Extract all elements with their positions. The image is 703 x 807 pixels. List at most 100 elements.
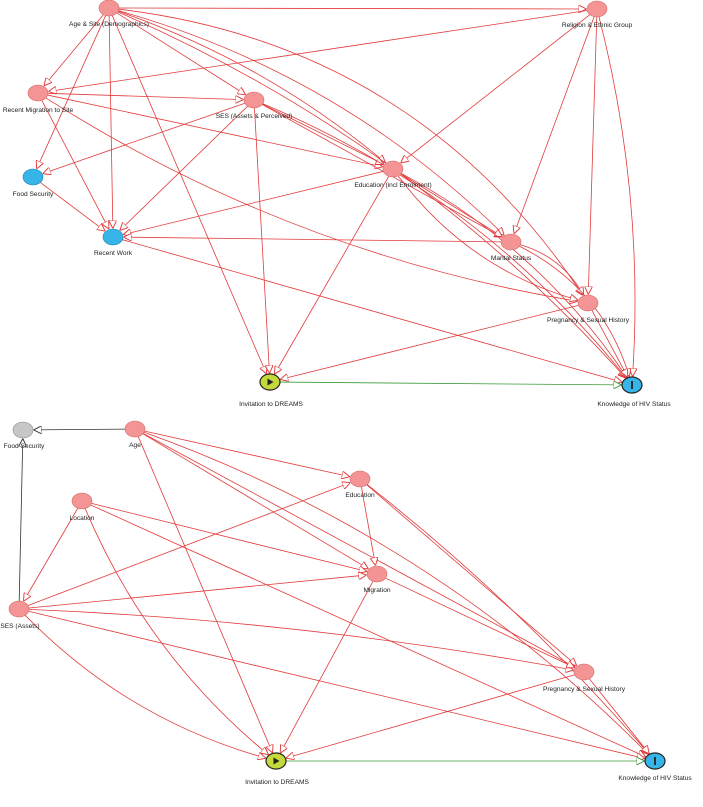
edge-age-to-recentmig — [44, 14, 104, 86]
edge-work-to-knowhiv — [122, 239, 621, 382]
edge-ses-to-invite — [254, 107, 269, 373]
edge-recentmig-to-ses — [47, 92, 243, 99]
edge-educ-to-invite — [275, 176, 390, 374]
node-ses2-ellipse[interactable] — [8, 600, 30, 618]
node-marital-ellipse[interactable] — [500, 233, 522, 251]
node-mig2-ellipse[interactable] — [366, 565, 388, 583]
edge-religion-to-preg — [588, 16, 598, 294]
node-invite2[interactable]: Invitation to DREAMS — [245, 752, 309, 786]
edge-mig2-to-preg2 — [385, 577, 575, 667]
edge-preg2-to-invite2 — [286, 674, 575, 758]
node-food2-ellipse[interactable] — [12, 421, 34, 439]
edge-mig2-to-invite2 — [280, 581, 374, 752]
node-religion-label: Religion & Ethnic Group — [562, 22, 633, 29]
node-age2-ellipse[interactable] — [124, 420, 146, 438]
edge-age2-to-food2 — [34, 429, 126, 430]
edge-age-to-ses — [116, 12, 245, 95]
edge-age2-to-knowhiv2 — [143, 431, 648, 754]
node-ses-ellipse[interactable] — [243, 91, 265, 109]
node-loc2-label: Location — [70, 515, 95, 522]
edge-ses-to-knowhiv — [262, 103, 626, 378]
node-work[interactable]: Recent Work — [94, 228, 133, 257]
exposure-icon — [267, 378, 274, 386]
node-religion-ellipse[interactable] — [586, 0, 608, 18]
node-loc2-ellipse[interactable] — [71, 492, 93, 510]
edge-ses-to-marital — [262, 104, 502, 237]
node-age[interactable]: Age & Site (Demographics) — [69, 0, 149, 28]
edge-age-to-religion — [118, 8, 586, 9]
node-food-ellipse[interactable] — [22, 168, 44, 186]
edge-preg-to-knowhiv — [591, 310, 628, 376]
edge-ses-to-work — [120, 105, 248, 230]
edge-age-to-food — [37, 15, 106, 169]
node-preg-ellipse[interactable] — [577, 294, 599, 312]
edge-ses2-to-preg2 — [28, 609, 573, 670]
edge-marital-to-work — [124, 237, 502, 243]
node-invite[interactable]: Invitation to DREAMS — [239, 373, 303, 408]
node-preg2[interactable]: Pregnancy & Sexual History — [543, 663, 626, 693]
edge-age2-to-educ2 — [144, 430, 350, 476]
node-knowhiv[interactable]: Knowledge of HIV Status — [597, 376, 671, 408]
node-recentmig[interactable]: Recent Migration to Site — [3, 84, 74, 114]
edge-educ-to-preg — [397, 175, 577, 300]
node-work-ellipse[interactable] — [102, 228, 124, 246]
edge-food-to-work — [40, 182, 105, 230]
node-ses[interactable]: SES (Assets & Perceived) — [216, 91, 293, 120]
edge-religion-to-knowhiv — [598, 16, 635, 376]
edge-recentmig-to-work — [41, 100, 109, 228]
node-educ2-ellipse[interactable] — [349, 470, 371, 488]
edge-religion-to-educ — [401, 14, 591, 163]
edge-age2-to-invite2 — [137, 436, 272, 753]
node-educ2[interactable]: Education — [345, 470, 375, 499]
edge-ses2-to-knowhiv2 — [28, 610, 645, 758]
exposure-icon — [273, 757, 280, 765]
edge-educ-to-marital — [400, 173, 502, 237]
node-food[interactable]: Food Security — [13, 168, 54, 198]
edge-loc2-to-knowhiv2 — [90, 504, 646, 757]
node-marital-label: Marital Status — [491, 255, 532, 262]
node-preg[interactable]: Pregnancy & Sexual History — [547, 294, 630, 324]
edge-religion-to-marital — [514, 16, 595, 234]
edge-preg-to-invite — [281, 304, 579, 379]
nodes-layer: Age & Site (Demographics) Religion & Ethn… — [0, 0, 692, 786]
edge-preg2-to-knowhiv2 — [589, 678, 649, 754]
node-ses2[interactable]: SES (Assets) — [0, 600, 40, 630]
edge-ses2-to-food2 — [19, 439, 23, 602]
edge-ses-to-food — [43, 102, 245, 173]
node-work-label: Recent Work — [94, 250, 133, 257]
node-food2[interactable]: Food Security — [4, 421, 45, 450]
edge-ses-to-educ — [262, 103, 383, 164]
node-knowhiv2[interactable]: Knowledge of HIV Status — [618, 752, 692, 782]
node-religion[interactable]: Religion & Ethnic Group — [562, 0, 633, 29]
node-loc2[interactable]: Location — [70, 492, 95, 522]
edge-age2-to-preg2 — [143, 433, 575, 667]
node-age-label: Age & Site (Demographics) — [69, 21, 149, 28]
node-recentmig-ellipse[interactable] — [27, 84, 49, 102]
node-knowhiv-label: Knowledge of HIV Status — [597, 401, 671, 408]
node-educ[interactable]: Education (incl Enrolment) — [354, 160, 432, 189]
node-preg2-ellipse[interactable] — [573, 663, 595, 681]
node-age-ellipse[interactable] — [98, 0, 120, 17]
node-preg2-label: Pregnancy & Sexual History — [543, 686, 626, 693]
edge-ses2-to-mig2 — [28, 575, 366, 609]
edge-loc2-to-ses2 — [24, 508, 79, 601]
node-food2-label: Food Security — [4, 443, 45, 450]
edge-age-to-educ — [118, 10, 385, 162]
node-mig2[interactable]: Migration — [363, 565, 391, 594]
edge-age-to-work — [109, 15, 113, 228]
edge-educ2-to-preg2 — [366, 484, 577, 666]
node-marital[interactable]: Marital Status — [491, 233, 532, 262]
node-recentmig-label: Recent Migration to Site — [3, 107, 74, 114]
edge-educ2-to-knowhiv2 — [366, 484, 649, 754]
node-educ-ellipse[interactable] — [382, 160, 404, 178]
edge-age-to-marital — [118, 10, 504, 235]
node-invite2-label: Invitation to DREAMS — [245, 779, 309, 786]
edge-marital-to-preg — [520, 244, 583, 295]
edge-loc2-to-mig2 — [91, 502, 367, 571]
node-ses-label: SES (Assets & Perceived) — [216, 113, 293, 120]
node-preg-label: Pregnancy & Sexual History — [547, 317, 630, 324]
node-educ2-label: Education — [345, 492, 375, 499]
node-age2-label: Age — [129, 442, 141, 449]
node-educ-label: Education (incl Enrolment) — [354, 182, 431, 189]
node-age2[interactable]: Age — [124, 420, 146, 449]
